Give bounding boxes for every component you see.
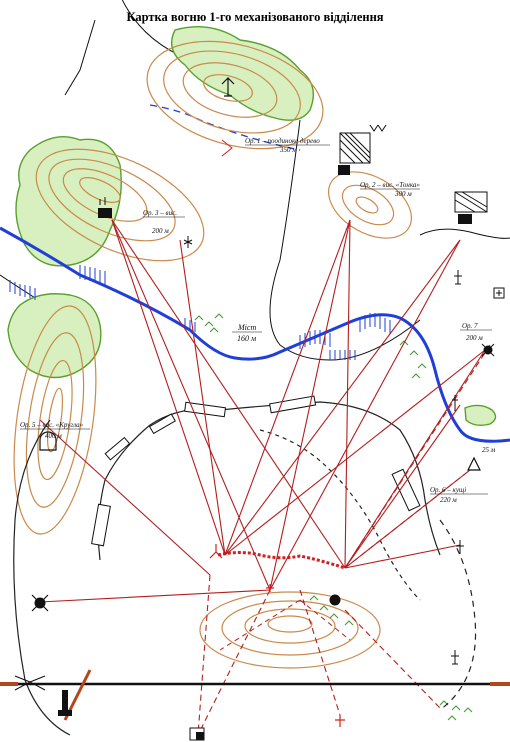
svg-text:Ор. 6 – кущі: Ор. 6 – кущі xyxy=(430,486,466,494)
svg-text:Міст: Міст xyxy=(237,323,256,332)
bushes xyxy=(194,313,473,721)
tank-icon xyxy=(338,132,371,175)
landmark-5: Ор. 5 – вис. «Кругла» 400 м xyxy=(20,421,90,440)
river xyxy=(0,226,510,443)
target-marker xyxy=(221,139,233,157)
contour-lines xyxy=(13,40,413,669)
svg-text:300 м: 300 м xyxy=(394,190,412,198)
svg-text:220 м: 220 м xyxy=(440,496,457,504)
svg-text:200 м: 200 м xyxy=(152,227,169,235)
landmark-4: Міст 160 м xyxy=(232,323,262,343)
svg-text:Ор. 7: Ор. 7 xyxy=(462,322,478,330)
landmark-2: Ор. 2 – вис. «Тонка» 300 м xyxy=(360,181,420,198)
firing-position xyxy=(217,551,346,570)
fire-lines xyxy=(39,219,486,603)
dashed-arrows xyxy=(219,599,351,651)
mortar-icon xyxy=(39,431,481,471)
machine-gun-icon xyxy=(98,197,112,218)
svg-text:Ор. 3 – вис.: Ор. 3 – вис. xyxy=(143,209,177,217)
svg-text:160 м: 160 м xyxy=(237,334,256,343)
landmark-6: Ор. 6 – кущі 220 м xyxy=(430,486,488,504)
bunker-icon xyxy=(454,191,488,224)
command-post-icon xyxy=(58,287,505,741)
svg-text:Ор. 2 – вис. «Тонка»: Ор. 2 – вис. «Тонка» xyxy=(360,181,420,189)
antitank-gun-icon xyxy=(31,343,495,612)
scale-label: 25 м xyxy=(482,446,496,454)
svg-text:400 м: 400 м xyxy=(45,432,62,440)
svg-text:200 м: 200 м xyxy=(466,334,483,342)
landmark-1: Ор. 1 – поодиноке дерево 350 м xyxy=(245,137,330,154)
svg-text:Ор. 5 – вис. «Кругла»: Ор. 5 – вис. «Кругла» xyxy=(20,421,84,429)
landmark-7: Ор. 7 200 м xyxy=(460,322,492,342)
landmark-labels: Ор. 1 – поодиноке дерево 350 м Ор. 2 – в… xyxy=(20,137,496,504)
tree-icon xyxy=(221,77,235,97)
observation-post-icon xyxy=(183,124,464,665)
svg-text:Ор. 1 – поодиноке дерево: Ор. 1 – поодиноке дерево xyxy=(245,137,320,145)
trench-segments xyxy=(91,395,421,547)
landmark-3: Ор. 3 – вис. 200 м xyxy=(143,209,185,235)
soldier-icons xyxy=(209,544,345,727)
map-title: Картка вогню 1-го механізованого відділе… xyxy=(126,10,384,24)
svg-text:350 м: 350 м xyxy=(279,146,297,154)
fire-lines-dashed xyxy=(197,344,491,736)
